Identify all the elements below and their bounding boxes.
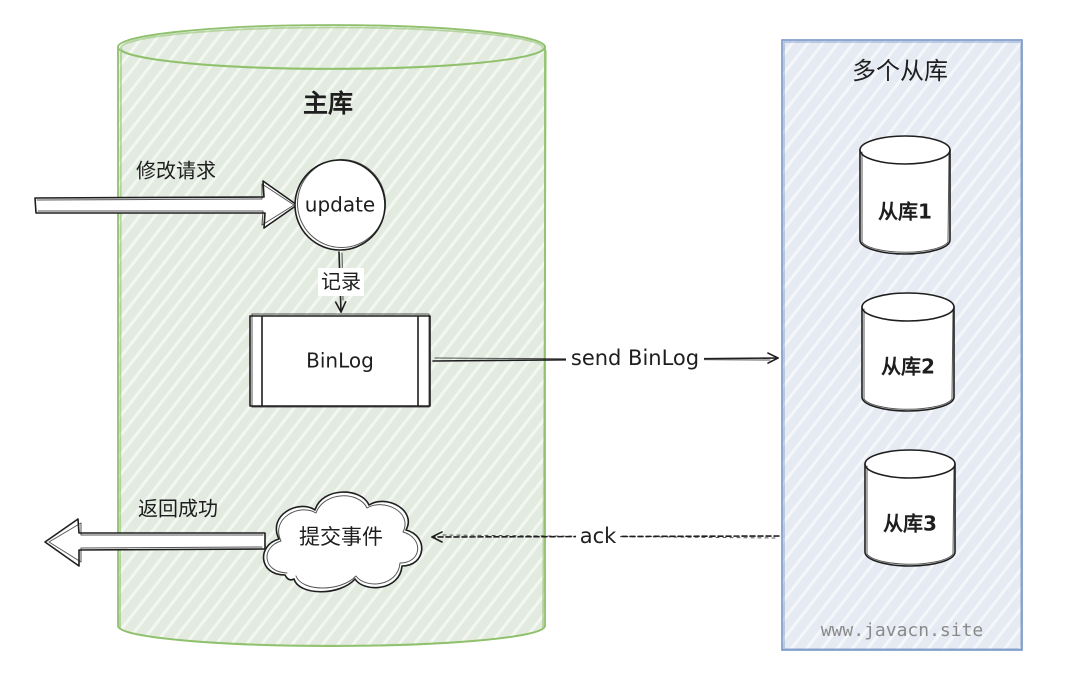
send-label: send BinLog xyxy=(571,346,699,370)
record-edge: 记录 xyxy=(318,251,364,313)
watermark-text: www.javacn.site xyxy=(821,620,984,641)
replica-2: 从库2 xyxy=(861,292,955,412)
send-label-bg xyxy=(566,345,704,373)
replica-3-sketch xyxy=(866,465,955,565)
replicas-title: 多个从库 xyxy=(852,57,948,85)
primary-db-top-sketch xyxy=(120,26,544,70)
send-binlog-edge: send BinLog xyxy=(432,345,779,373)
binlog-label: BinLog xyxy=(306,349,374,373)
binlog-box-sketch xyxy=(251,313,430,408)
binlog-box xyxy=(249,315,431,407)
commit-label: 提交事件 xyxy=(299,525,383,549)
replica-3: 从库3 xyxy=(864,449,956,567)
replica-1-label: 从库1 xyxy=(878,200,932,224)
commit-cloud xyxy=(262,491,423,593)
request-arrow: 修改请求 xyxy=(34,159,298,229)
replica-3-label: 从库3 xyxy=(883,512,937,536)
response-arrow-sketch xyxy=(48,522,264,563)
record-label: 记录 xyxy=(321,270,361,294)
response-arrow: 返回成功 xyxy=(44,497,266,567)
replica-1: 从库1 xyxy=(859,135,951,255)
primary-db-label: 主库 xyxy=(303,89,353,118)
request-arrow-sketch xyxy=(36,183,295,226)
update-circle-sketch xyxy=(297,159,386,248)
primary-db-body-sketch xyxy=(119,49,547,647)
ack-label: ack xyxy=(580,524,617,548)
replica-1-body xyxy=(859,149,951,255)
update-node: update xyxy=(294,159,386,251)
replica-2-label: 从库2 xyxy=(881,355,935,379)
commit-cloud-sketch xyxy=(266,495,419,589)
response-arrow-shape xyxy=(44,518,266,567)
ack-edge: ack xyxy=(431,523,780,551)
record-label-bg xyxy=(318,268,364,296)
response-label: 返回成功 xyxy=(138,497,218,521)
replica-1-top xyxy=(859,135,951,165)
replicas-group: 多个从库 从库1 从库2 从库3 www.javacn.site xyxy=(781,39,1023,651)
replica-2-sketch xyxy=(863,308,954,410)
binlog-node: BinLog xyxy=(249,313,431,408)
commit-event-node: 提交事件 xyxy=(262,491,423,593)
ack-label-bg xyxy=(576,523,620,551)
replicas-container-sketch xyxy=(783,41,1022,650)
replica-3-body xyxy=(864,463,956,567)
replica-2-body xyxy=(861,306,955,412)
request-arrow-shape xyxy=(34,180,298,229)
replica-2-top xyxy=(861,292,955,322)
request-label: 修改请求 xyxy=(136,159,216,183)
replica-3-top xyxy=(864,449,956,479)
replica-1-sketch xyxy=(861,151,950,253)
update-label: update xyxy=(305,193,375,217)
